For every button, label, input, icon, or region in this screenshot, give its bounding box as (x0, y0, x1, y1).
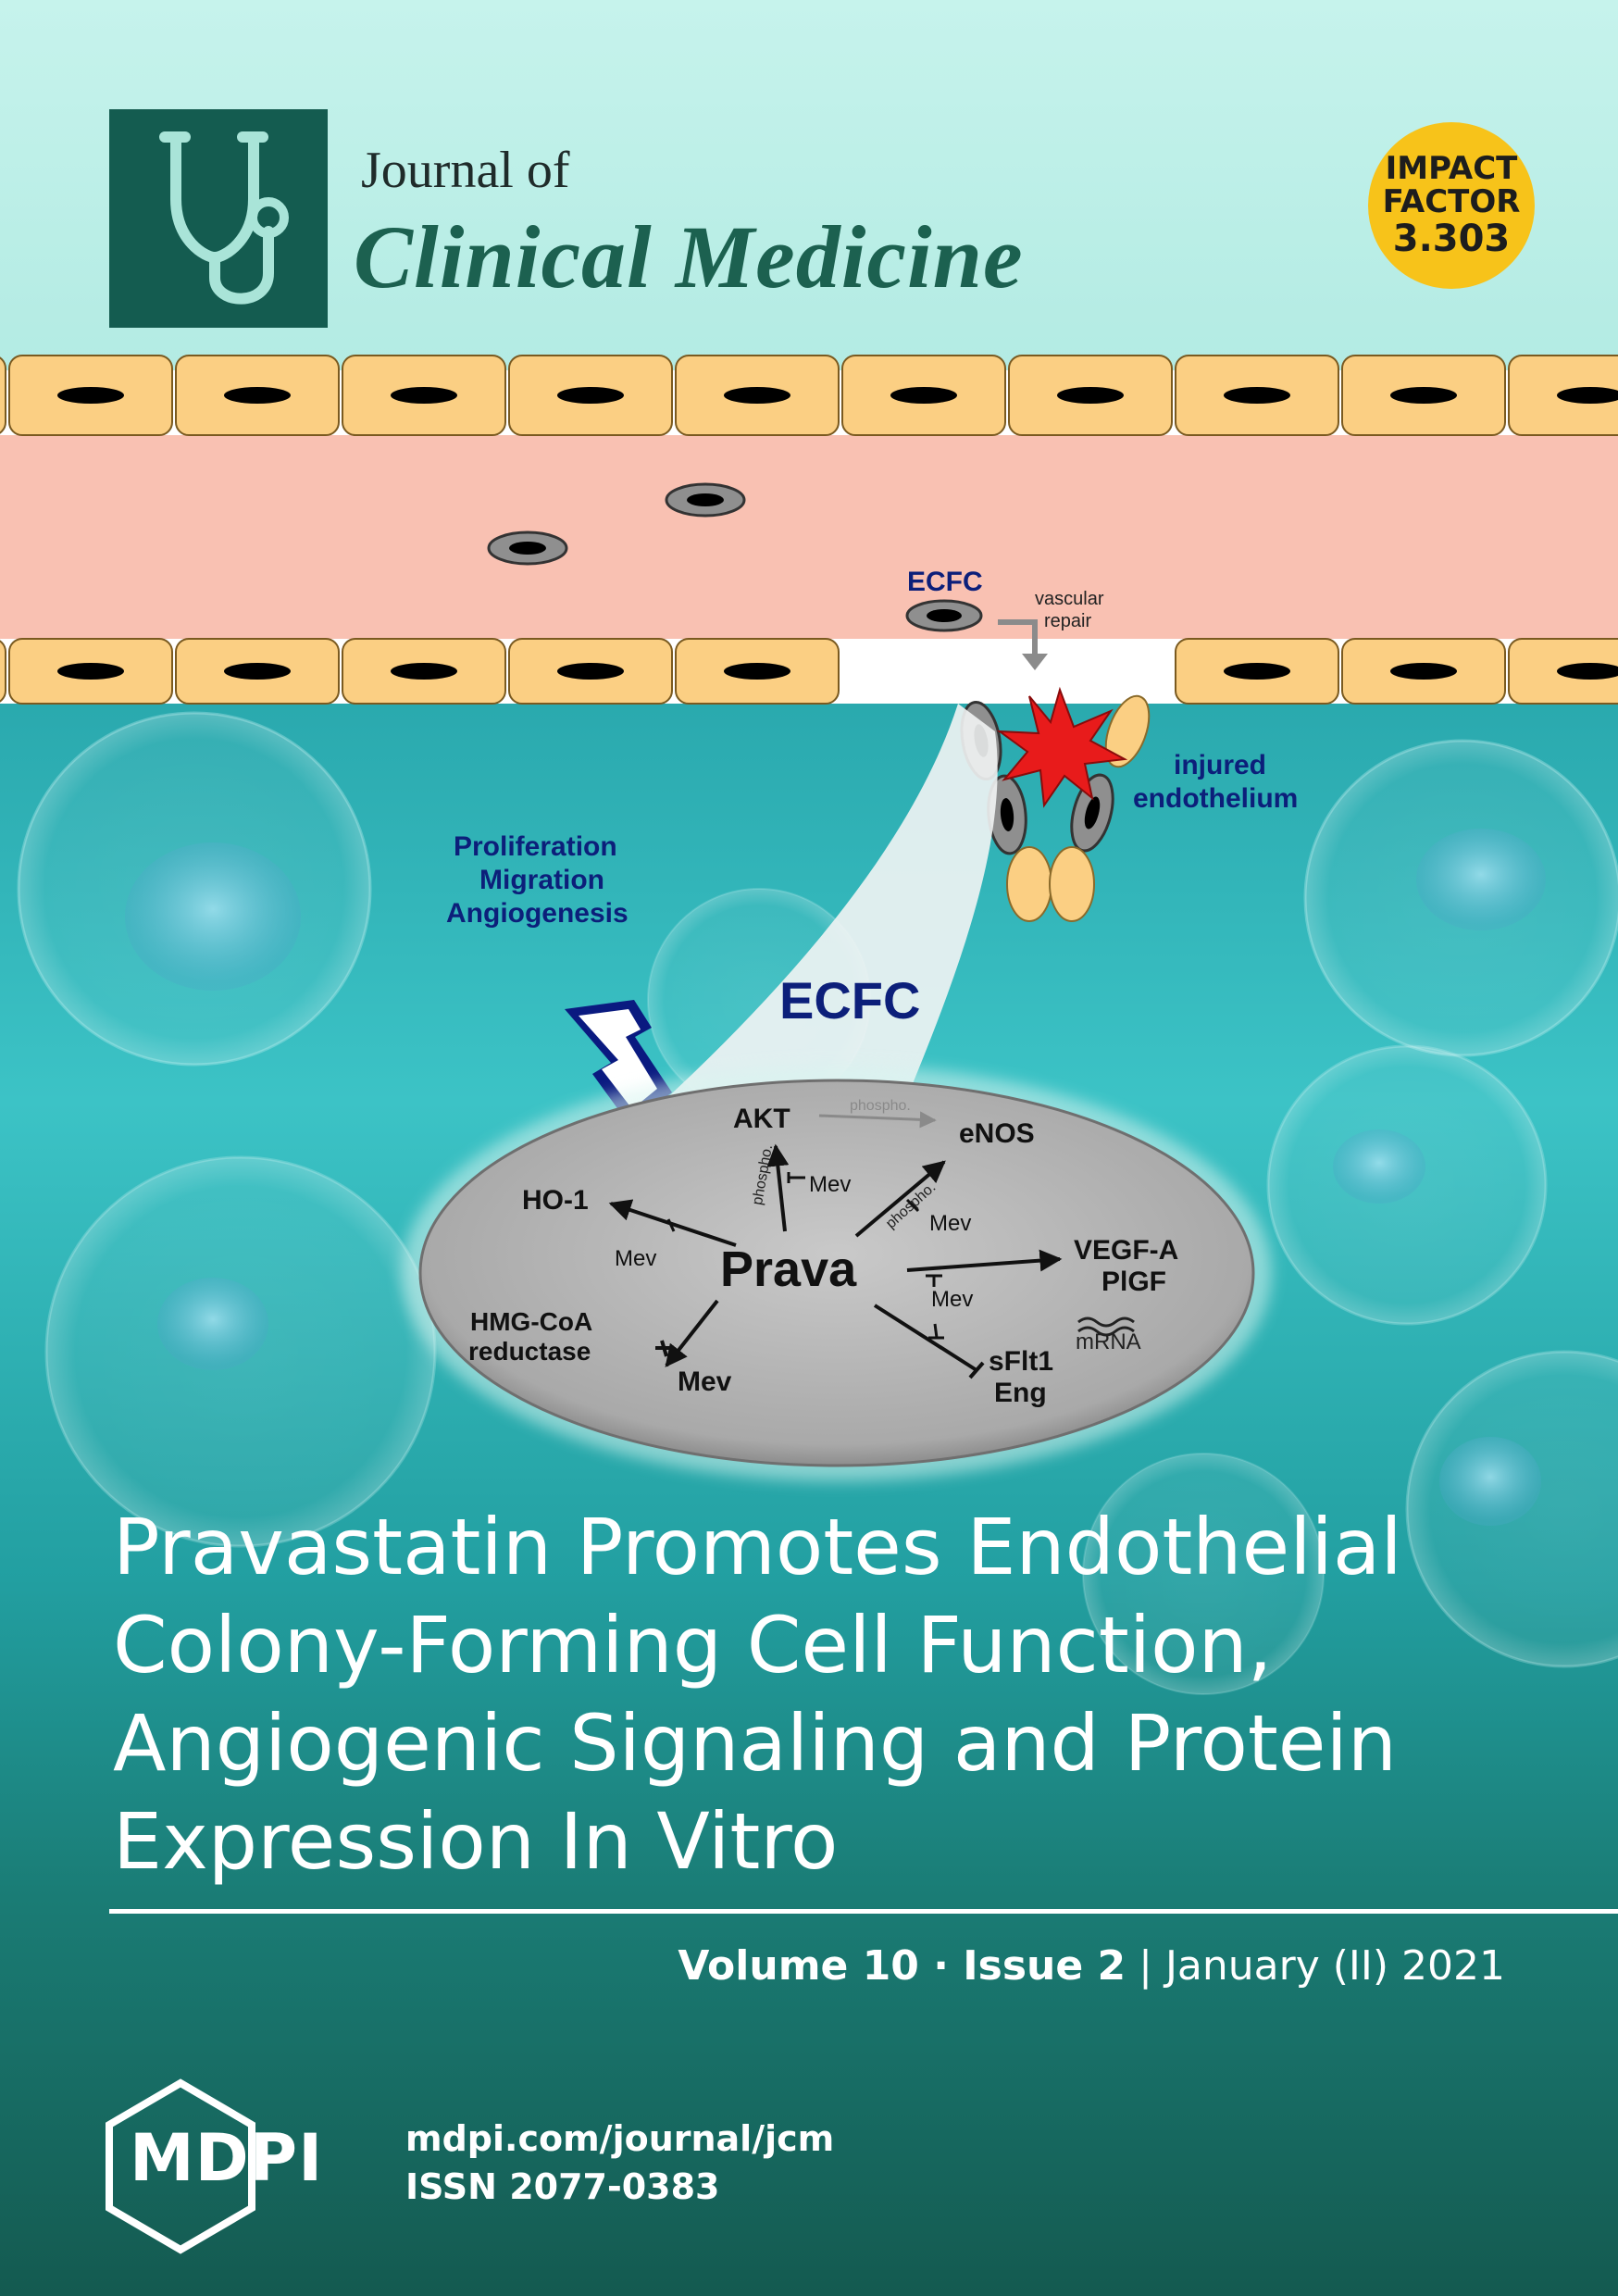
akt-node: AKT (733, 1104, 790, 1134)
cell-nucleus (1224, 663, 1290, 680)
cell-nucleus (1224, 387, 1290, 404)
cell-nucleus (391, 387, 457, 404)
divider-rule (109, 1909, 1618, 1914)
mdpi-hexagon-icon (106, 2078, 255, 2254)
endothelial-cell (0, 356, 6, 434)
issn: ISSN 2077-0383 (405, 2166, 720, 2207)
plgf-node: PlGF (1101, 1267, 1167, 1297)
repair-label: repair (1044, 611, 1092, 631)
cell-nucleus (391, 663, 457, 680)
article-title: Pravastatin Promotes Endothelial Colony-… (113, 1498, 1557, 1890)
outcome-angiogenesis: Angiogenesis (446, 898, 629, 929)
endothelial-cells-top (0, 355, 1618, 436)
impact-factor-value: 3.303 (1392, 217, 1511, 260)
vessel-lumen (0, 435, 1618, 639)
repair-arrow (998, 619, 1038, 655)
cell-nucleus (57, 387, 124, 404)
issue-date: January (II) 2021 (1164, 1942, 1505, 1990)
ho1-node: HO-1 (522, 1185, 589, 1216)
title-line: Expression In Vitro (113, 1796, 839, 1887)
ecfc-signaling-oval (418, 1079, 1255, 1467)
cell-nucleus (224, 663, 291, 680)
journal-title-line2: Clinical Medicine (354, 207, 1024, 306)
vascular-label: vascular (1035, 589, 1104, 609)
cell-nucleus (1557, 663, 1618, 680)
injury-burst-icon (996, 686, 1128, 808)
cell-nucleus (1057, 387, 1124, 404)
cell-nucleus (557, 663, 624, 680)
endothelial-cells-bottom (0, 638, 1618, 705)
ecfc-small-label: ECFC (907, 567, 983, 597)
eng-node: Eng (994, 1378, 1047, 1408)
issue-label: Issue 2 (963, 1942, 1126, 1990)
mev-inhibit-vegf: Mev (931, 1287, 974, 1312)
volume-label: Volume 10 (678, 1942, 919, 1990)
circulating-ecfc-cells (487, 482, 983, 632)
title-line: Colony-Forming Cell Function, (113, 1600, 1273, 1691)
mev-inhibit-ho1: Mev (615, 1246, 657, 1271)
impact-label: IMPACT (1385, 150, 1518, 188)
endothelium-label: endothelium (1133, 783, 1299, 814)
mev-inhibit-enos: Mev (929, 1211, 972, 1236)
hmg-node-line1: HMG-CoA (470, 1307, 593, 1336)
publisher-logo-text: MDPI (130, 2120, 324, 2196)
factor-label: FACTOR (1382, 183, 1521, 220)
title-line: Angiogenic Signaling and Protein (113, 1698, 1398, 1789)
cell-nucleus (1557, 387, 1618, 404)
mrna-squiggle-icon (1077, 1316, 1135, 1328)
mev-product-node: Mev (678, 1366, 732, 1397)
cell-nucleus (224, 387, 291, 404)
stethoscope-icon (109, 109, 328, 328)
mrna-label: mRNA (1076, 1329, 1141, 1354)
cell-nucleus (724, 663, 790, 680)
title-line: Pravastatin Promotes Endothelial (113, 1502, 1402, 1592)
cell-nucleus (890, 387, 957, 404)
endothelial-cell (0, 640, 6, 703)
ecfc-large-label: ECFC (779, 971, 921, 1029)
inhibition-marks (666, 1172, 944, 1340)
prava-node: Prava (720, 1242, 857, 1297)
injured-label: injured (1174, 750, 1267, 780)
issue-info: Volume 10 · Issue 2 | January (II) 2021 (678, 1942, 1505, 1990)
journal-url: mdpi.com/journal/jcm (405, 2118, 835, 2159)
phospho-arrow (818, 1111, 937, 1129)
impact-factor-badge: IMPACT FACTOR 3.303 (1368, 122, 1535, 289)
cell-nucleus (1390, 663, 1457, 680)
phospho-label-top: phospho. (850, 1098, 911, 1114)
outcome-migration: Migration (479, 865, 604, 895)
journal-title-line1: Journal of (361, 142, 570, 199)
repair-arrowhead (1022, 654, 1048, 670)
cell-nucleus (57, 663, 124, 680)
cell-nucleus (1390, 387, 1457, 404)
pathway-arrows (608, 1143, 1063, 1379)
mev-inhibit-akt: Mev (809, 1172, 852, 1197)
cell-nucleus (557, 387, 624, 404)
cell-nucleus (724, 387, 790, 404)
sflt1-node: sFlt1 (989, 1346, 1054, 1377)
hmg-node-line2: reductase (468, 1337, 591, 1366)
outcome-proliferation: Proliferation (454, 831, 617, 862)
enos-node: eNOS (959, 1118, 1035, 1149)
zoom-funnel (648, 704, 998, 1116)
vegf-node: VEGF-A (1074, 1235, 1179, 1266)
